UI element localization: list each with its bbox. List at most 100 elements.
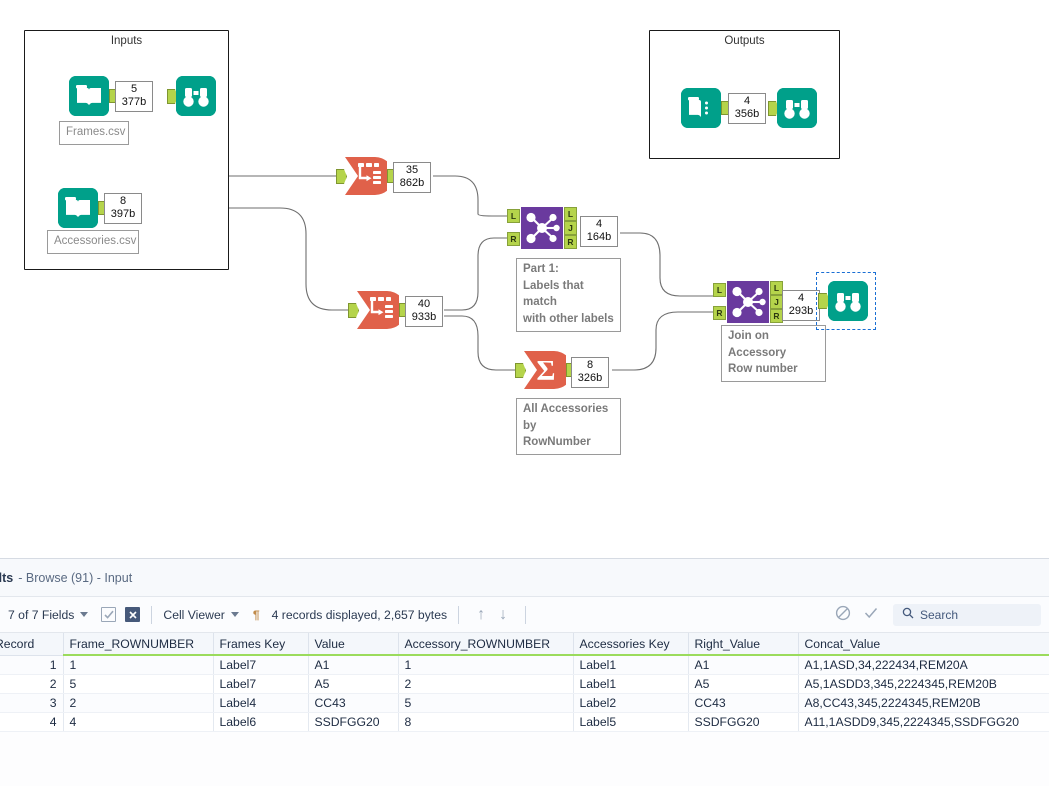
- badge-byte-size: 397b: [110, 207, 136, 220]
- block-icon[interactable]: [835, 605, 851, 624]
- badge-ttc2-records: 40 933b: [405, 296, 443, 327]
- results-header: ults - Browse (91) - Input: [0, 559, 1049, 597]
- scroll-down-icon[interactable]: ↓: [499, 605, 508, 623]
- tool-text-to-columns-2[interactable]: [348, 291, 407, 329]
- badge-record-count: 40: [417, 298, 431, 310]
- workflow-canvas[interactable]: Inputs Outputs Frames.csv 5 377b: [0, 0, 1049, 558]
- select-all-checkbox-icon[interactable]: [101, 607, 117, 622]
- join1-output-port-left[interactable]: L: [564, 207, 577, 221]
- container-outputs-title: Outputs: [724, 35, 765, 47]
- tool-input-data-frames[interactable]: [69, 76, 117, 116]
- pilcrow-icon[interactable]: ¶: [252, 607, 260, 622]
- cell-frames-key: Label7: [213, 655, 309, 675]
- badge-record-count: 35: [405, 164, 419, 176]
- note-all-accessories[interactable]: All Accessories by RowNumber: [516, 398, 621, 456]
- cell-right-value: A1: [688, 655, 799, 675]
- chevron-down-icon[interactable]: [230, 612, 239, 617]
- input-port-ttc2[interactable]: [348, 303, 359, 318]
- browse-icon: [777, 88, 817, 128]
- column-header-accessories-key[interactable]: Accessories Key: [573, 633, 689, 656]
- badge-record-count: 5: [130, 83, 138, 95]
- search-input[interactable]: Search: [893, 603, 1041, 626]
- results-table: Record Frame_ROWNUMBER Frames Key Value …: [0, 633, 1049, 732]
- join1-output-port-right[interactable]: R: [564, 235, 577, 249]
- tool-output-data[interactable]: [681, 88, 729, 128]
- table-row[interactable]: 1 1 Label7 A1 1 Label1 A1 A1,1ASD,34,222…: [0, 655, 1049, 675]
- note-join-accessory[interactable]: Join on Accessory Row number: [721, 325, 826, 383]
- results-panel: ults - Browse (91) - Input 7 of 7 Fields: [0, 558, 1049, 786]
- column-header-frame-rownumber[interactable]: Frame_ROWNUMBER: [63, 633, 214, 656]
- cell-right-value: CC43: [688, 693, 799, 713]
- label-accessories-csv: Accessories.csv: [47, 230, 139, 254]
- cell-accessory-rownumber: 1: [398, 655, 574, 675]
- cell-accessory-rownumber: 5: [398, 693, 574, 713]
- cell-accessories-key: Label2: [573, 693, 689, 713]
- column-header-concat-value[interactable]: Concat_Value: [798, 633, 1049, 656]
- tool-input-data-accessories[interactable]: [58, 188, 106, 228]
- table-row[interactable]: 3 2 Label4 CC43 5 Label2 CC43 A8,CC43,34…: [0, 693, 1049, 713]
- selection-marquee: [816, 272, 876, 330]
- input-port-summarize[interactable]: [515, 363, 526, 378]
- cell-right-value: A5: [688, 674, 799, 694]
- badge-summarize-records: 8 326b: [571, 357, 609, 388]
- badge-byte-size: 933b: [411, 310, 437, 323]
- cell-concat-value: A11,1ASDD9,345,2224345,SSDFGG20: [798, 712, 1049, 732]
- tool-browse-frames[interactable]: [167, 76, 216, 116]
- tool-join-2[interactable]: L R: [713, 281, 783, 323]
- cell-frame-rownumber: 1: [63, 655, 214, 675]
- column-header-right-value[interactable]: Right_Value: [688, 633, 799, 656]
- tool-browse-final[interactable]: [818, 281, 868, 321]
- note-part-1[interactable]: Part 1: Labels that match with other lab…: [516, 258, 621, 332]
- cell-value: CC43: [308, 693, 399, 713]
- tool-text-to-columns-1[interactable]: [336, 157, 395, 195]
- output-data-icon: [681, 88, 721, 128]
- cell-viewer-selector[interactable]: Cell Viewer: [163, 607, 239, 622]
- table-row[interactable]: 4 4 Label6 SSDFGG20 8 Label5 SSDFGG20 A1…: [0, 712, 1049, 732]
- chevron-down-icon[interactable]: [80, 612, 89, 617]
- badge-byte-size: 293b: [788, 304, 814, 317]
- join1-input-port-right[interactable]: R: [507, 232, 520, 246]
- join-icon: [727, 281, 769, 323]
- label-frames-csv: Frames.csv: [59, 121, 129, 145]
- badge-ttc1-records: 35 862b: [393, 162, 431, 193]
- toolbar-divider: [525, 605, 527, 624]
- column-header-frames-key[interactable]: Frames Key: [213, 633, 309, 656]
- check-icon[interactable]: [863, 605, 879, 624]
- browse-icon: [176, 76, 216, 116]
- fields-selector[interactable]: 7 of 7 Fields: [8, 608, 89, 622]
- cell-viewer-label: Cell Viewer: [163, 607, 225, 622]
- cell-record: 2: [0, 674, 64, 694]
- cell-value: A5: [308, 674, 399, 694]
- badge-frames-records: 5 377b: [115, 81, 153, 112]
- column-header-value[interactable]: Value: [308, 633, 399, 656]
- search-icon: [902, 607, 914, 622]
- results-subtitle: - Browse (91) - Input: [18, 570, 133, 585]
- cell-accessory-rownumber: 8: [398, 712, 574, 732]
- cell-frame-rownumber: 5: [63, 674, 214, 694]
- cell-frames-key: Label6: [213, 712, 309, 732]
- input-port-ttc1[interactable]: [336, 169, 347, 184]
- text-to-columns-icon: [345, 157, 394, 195]
- badge-byte-size: 356b: [734, 107, 760, 120]
- join1-output-port-join[interactable]: J: [564, 221, 577, 235]
- table-header-row: Record Frame_ROWNUMBER Frames Key Value …: [0, 633, 1049, 656]
- cell-concat-value: A1,1ASD,34,222434,REM20A: [798, 655, 1049, 675]
- cell-record: 1: [0, 655, 64, 675]
- join2-input-port-left[interactable]: L: [713, 283, 726, 297]
- deselect-all-icon[interactable]: [125, 607, 141, 622]
- results-grid[interactable]: Record Frame_ROWNUMBER Frames Key Value …: [0, 633, 1049, 732]
- table-row[interactable]: 2 5 Label7 A5 2 Label1 A5 A5,1ASDD3,345,…: [0, 674, 1049, 694]
- records-displayed-label: 4 records displayed, 2,657 bytes: [271, 607, 448, 622]
- badge-output-records: 4 356b: [728, 93, 766, 124]
- tool-summarize[interactable]: Σ: [515, 351, 574, 389]
- scroll-up-icon[interactable]: ↑: [477, 605, 486, 623]
- tool-join-1[interactable]: L R: [507, 207, 577, 249]
- join2-output-port-left[interactable]: L: [770, 281, 783, 295]
- join2-input-port-right[interactable]: R: [713, 306, 726, 320]
- column-header-accessory-rownumber[interactable]: Accessory_ROWNUMBER: [398, 633, 574, 656]
- badge-join2-records: 4 293b: [782, 290, 820, 321]
- column-header-record[interactable]: Record: [0, 633, 64, 656]
- tool-browse-output[interactable]: [768, 88, 817, 128]
- join1-input-port-left[interactable]: L: [507, 209, 520, 223]
